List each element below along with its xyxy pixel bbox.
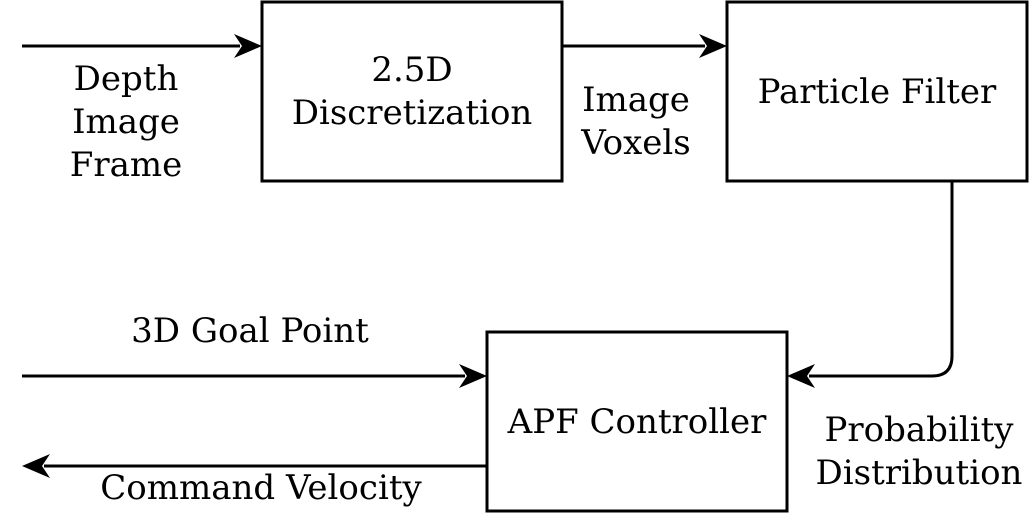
goal-input-arrow <box>22 364 487 388</box>
apf-controller-label-line-1: APF Controller <box>507 402 767 442</box>
discretization-label-line-1: 2.5D <box>371 50 453 90</box>
probability-label: Probability Distribution <box>806 409 1032 495</box>
voxels-label-line-1: Image <box>582 80 690 120</box>
goal-input-label-line-1: 3D Goal Point <box>131 311 369 351</box>
voxels-label-line-2: Voxels <box>581 123 691 163</box>
depth-input-label-line-2: Image <box>72 102 180 142</box>
particle-filter-label-line-1: Particle Filter <box>757 72 997 112</box>
goal-input-label: 3D Goal Point <box>100 310 400 353</box>
voxels-label: Image Voxels <box>566 79 706 165</box>
probability-label-line-2: Distribution <box>815 453 1023 493</box>
velocity-output-label-line-1: Command Velocity <box>100 468 422 508</box>
probability-arrow <box>787 181 954 388</box>
velocity-output-arrow <box>22 454 487 478</box>
apf-controller-label: APF Controller <box>487 401 787 444</box>
depth-input-label-line-3: Frame <box>69 145 183 185</box>
depth-input-arrow <box>22 34 262 58</box>
probability-label-line-1: Probability <box>824 410 1014 450</box>
depth-input-label: Depth Image Frame <box>36 58 216 187</box>
discretization-box <box>260 0 564 183</box>
discretization-label-line-2: Discretization <box>291 93 533 133</box>
apf-controller-box <box>485 330 789 513</box>
particle-filter-box <box>725 0 1029 183</box>
discretization-label: 2.5D Discretization <box>262 49 562 135</box>
particle-filter-label: Particle Filter <box>727 71 1027 114</box>
depth-input-label-line-1: Depth <box>73 59 179 99</box>
voxels-arrow <box>562 34 727 58</box>
velocity-output-label: Command Velocity <box>80 467 442 510</box>
